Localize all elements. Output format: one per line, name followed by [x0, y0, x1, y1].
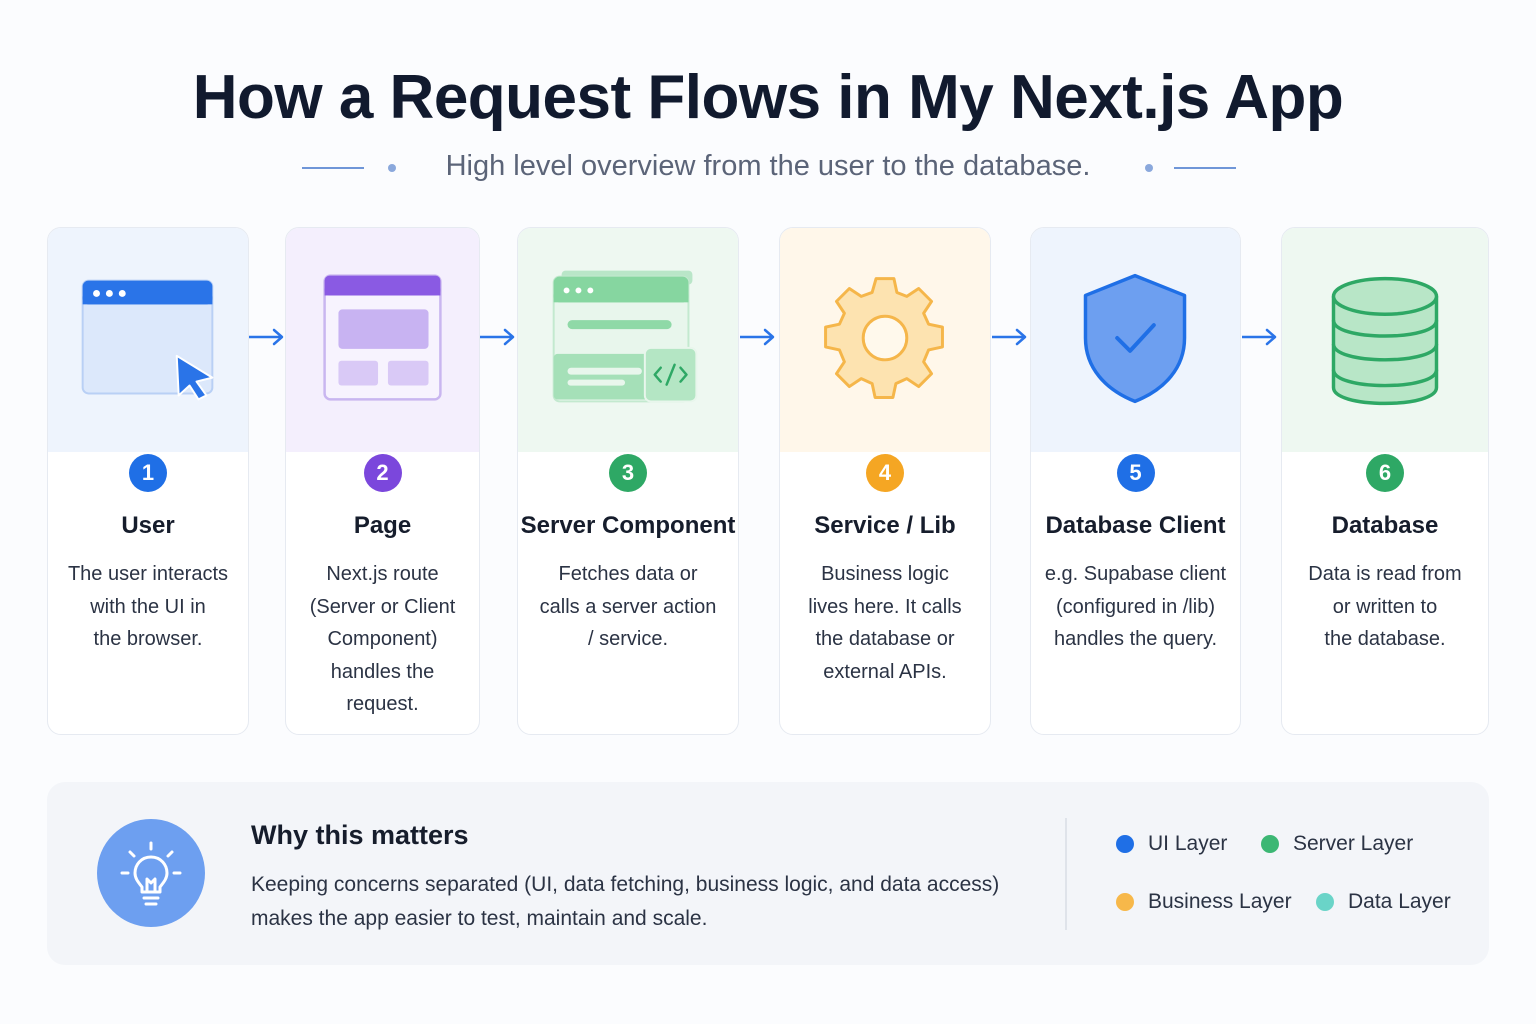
legend-label: UI Layer: [1148, 832, 1228, 855]
step-number-badge: 2: [363, 454, 402, 492]
desc-line: The user interacts: [67, 563, 229, 585]
step-number-badge: 6: [1366, 454, 1404, 492]
browser-cursor-icon: [81, 279, 214, 401]
desc-line: Data is read from: [1308, 563, 1462, 585]
legend-dot: [1316, 893, 1334, 911]
step-title: Page: [353, 512, 412, 539]
desc-line: handles the: [330, 660, 435, 683]
step-number-badge: 1: [129, 454, 167, 492]
step-description: Business logic lives here. It calls the …: [790, 558, 980, 688]
legend-dot: [1116, 835, 1134, 853]
arrow-right-icon: [1242, 328, 1277, 346]
step-card-user: 1 User The user interacts with the UI in…: [47, 227, 249, 735]
desc-line: the browser.: [93, 628, 203, 650]
subtitle-dot-left: [388, 164, 396, 172]
page-title: How a Request Flows in My Next.js App: [192, 63, 1344, 132]
step-title: Service / Lib: [814, 512, 956, 539]
desc-line: request.: [346, 693, 419, 715]
desc-line: e.g. Supabase client: [1044, 563, 1227, 585]
legend-label: Business Layer: [1148, 890, 1292, 913]
desc-line: lives here. It calls: [808, 595, 962, 618]
legend-dot: [1116, 893, 1134, 911]
step-title: User: [121, 512, 175, 539]
subtitle-row: High level overview from the user to the…: [0, 148, 1536, 188]
page-layout-icon: [323, 274, 442, 401]
lightbulb-icon: [120, 841, 182, 906]
gear-icon: [824, 277, 944, 399]
step-description: e.g. Supabase client (configured in /lib…: [1041, 558, 1230, 656]
step-number-badge: 5: [1116, 454, 1155, 492]
step-number-badge: 4: [866, 454, 904, 492]
subtitle: High level overview from the user to the…: [445, 150, 1091, 182]
why-text-line: makes the app easier to test, maintain a…: [251, 907, 708, 930]
step-title: Server Component: [520, 512, 736, 539]
desc-line: Next.js route: [326, 563, 439, 585]
arrow-right-icon: [480, 328, 515, 346]
desc-line: handles the query.: [1053, 628, 1218, 650]
why-text-line: Keeping concerns separated (UI, data fet…: [251, 873, 1000, 896]
step-card-server-component: 3 Server Component Fetches data or calls…: [517, 227, 739, 735]
shield-check-icon: [1083, 273, 1187, 404]
step-description: Fetches data or calls a server action / …: [528, 558, 728, 656]
desc-line: Component): [327, 628, 438, 650]
step-card-service-lib: 4 Service / Lib Business logic lives her…: [779, 227, 991, 735]
step-card-database: 6 Database Data is read from or written …: [1281, 227, 1489, 735]
subtitle-dot-right: [1145, 164, 1153, 172]
desc-line: or written to: [1332, 595, 1438, 618]
step-title: Database: [1331, 512, 1439, 539]
step-card-page: 2 Page Next.js route (Server or Client C…: [285, 227, 480, 735]
desc-line: calls a server action: [539, 595, 717, 618]
desc-line: external APIs.: [823, 660, 947, 683]
legend-dot: [1261, 835, 1279, 853]
desc-line: the database or: [815, 628, 955, 650]
arrow-right-icon: [249, 328, 284, 346]
desc-line: the database.: [1324, 628, 1446, 650]
desc-line: (configured in /lib): [1056, 595, 1215, 618]
step-title: Database Client: [1045, 512, 1226, 539]
arrow-right-icon: [740, 328, 775, 346]
step-description: Data is read from or written to the data…: [1292, 558, 1478, 656]
desc-line: with the UI in: [90, 595, 206, 618]
server-code-icon: [552, 270, 698, 403]
desc-line: Fetches data or: [558, 563, 698, 585]
desc-line: (Server or Client: [309, 595, 456, 618]
subtitle-line-left: [302, 167, 364, 169]
step-description: The user interacts with the UI in the br…: [58, 558, 238, 656]
panel-divider: [1065, 818, 1067, 930]
database-icon: [1331, 276, 1439, 406]
step-number-badge: 3: [609, 454, 647, 492]
why-this-matters-panel: Why this matters Keeping concerns separa…: [47, 782, 1489, 965]
why-title: Why this matters: [251, 820, 469, 850]
desc-line: Business logic: [821, 563, 949, 585]
arrow-right-icon: [992, 328, 1027, 346]
lightbulb-badge: [97, 819, 205, 927]
subtitle-line-right: [1174, 167, 1236, 169]
legend-label: Data Layer: [1348, 890, 1451, 913]
desc-line: / service.: [587, 628, 669, 650]
step-card-database-client: 5 Database Client e.g. Supabase client (…: [1030, 227, 1241, 735]
legend-label: Server Layer: [1293, 832, 1414, 855]
step-description: Next.js route (Server or Client Componen…: [296, 558, 469, 721]
why-text: Keeping concerns separated (UI, data fet…: [251, 868, 1051, 936]
